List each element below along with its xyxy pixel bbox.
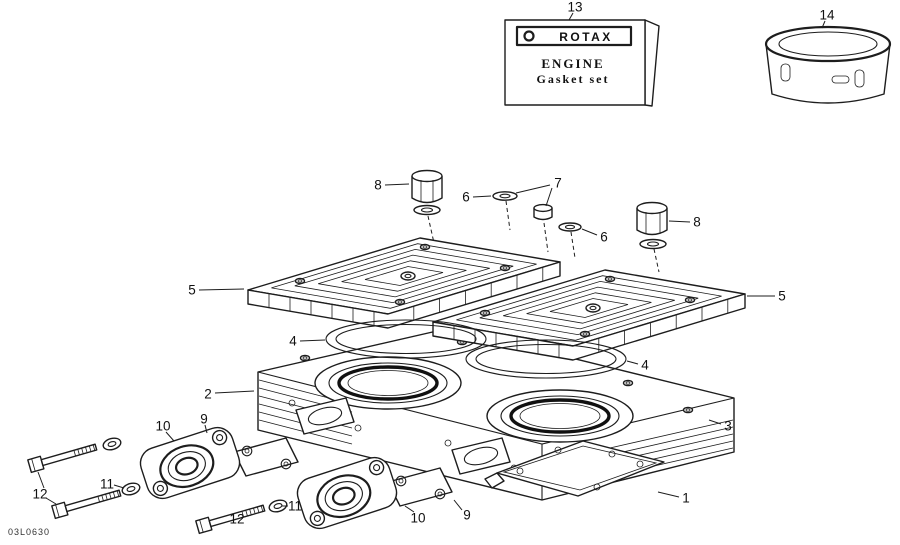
exhaust-flange-mid (292, 452, 402, 534)
leader-line (113, 484, 125, 489)
part-callout-14: 14 (819, 7, 835, 23)
exhaust-gasket-left (233, 437, 299, 477)
part-callout-9: 9 (200, 411, 208, 427)
cylinder-bore-right (486, 389, 634, 443)
exhaust-port-left (288, 397, 362, 435)
leader-line (626, 360, 639, 365)
part-callout-12: 12 (229, 511, 245, 527)
part-callout-6: 6 (600, 229, 608, 245)
part-callout-5: 5 (188, 282, 196, 298)
box-line2: Gasket set (537, 72, 610, 86)
leader-line (545, 187, 553, 207)
part-callout-9: 9 (463, 507, 471, 523)
cylinder-sleeve (764, 25, 892, 104)
leader-line (45, 497, 57, 505)
leader-line (165, 431, 175, 442)
drawing-number-watermark: 03L0630 (8, 527, 51, 537)
part-callout-11: 11 (287, 498, 303, 514)
cylinder-bore-left (314, 356, 462, 410)
exhaust-port-right (444, 437, 518, 475)
leader-line (198, 288, 245, 291)
part-callout-8: 8 (693, 214, 701, 230)
washer-seven-a (492, 191, 518, 201)
part-callout-7: 7 (554, 175, 562, 191)
leader-line (299, 339, 326, 342)
head-nut-left (411, 169, 443, 204)
part-callout-13: 13 (567, 0, 583, 15)
part-callout-1: 1 (682, 490, 690, 506)
leader-line (37, 471, 45, 489)
part-callout-6: 6 (462, 189, 470, 205)
leader-line (472, 195, 492, 198)
washer-under-nut-right (639, 238, 667, 250)
leader-line (214, 390, 255, 394)
part-callout-10: 10 (155, 418, 171, 434)
leader-line (657, 491, 680, 498)
leader-line (821, 20, 826, 29)
brand-label: ROTAX (559, 30, 613, 44)
flange-washer-left-2 (120, 480, 142, 498)
part-callout-8: 8 (374, 177, 382, 193)
part-callout-4: 4 (289, 333, 297, 349)
leader-line (581, 228, 598, 236)
part-callout-5: 5 (778, 288, 786, 304)
leader-line (384, 183, 410, 186)
head-nut-right (636, 201, 668, 236)
head-gasket-right (465, 339, 627, 379)
flange-washer-left-1 (101, 435, 123, 453)
side-cover (484, 440, 665, 497)
part-callout-11: 11 (99, 476, 115, 492)
part-callout-10: 10 (410, 510, 426, 526)
part-callout-4: 4 (641, 357, 649, 373)
washer-six-right (558, 222, 582, 232)
washer-under-nut-left (413, 204, 441, 216)
leader-line (243, 514, 252, 518)
leader-line (568, 12, 574, 21)
leader-line (404, 505, 415, 513)
part-callout-3: 3 (724, 418, 732, 434)
flange-bolt-left-1 (27, 440, 99, 474)
head-gasket-left (325, 319, 487, 359)
gear-icon (523, 30, 535, 42)
leader-line (515, 184, 551, 194)
leader-line (204, 424, 208, 434)
leader-lines-layer (37, 12, 826, 518)
leader-line (668, 220, 691, 223)
nut-seven-b (533, 203, 553, 221)
exhaust-gasket-mid (387, 467, 453, 507)
gasket-set-box: ROTAX ENGINE Gasket set (504, 19, 660, 107)
leader-line (708, 419, 722, 425)
leader-line (453, 499, 463, 511)
flange-bolt-left-2 (51, 486, 123, 520)
part-callout-2: 2 (204, 386, 212, 402)
exhaust-flange-left (135, 422, 245, 504)
assembly-dashed-lines (427, 200, 660, 273)
part-callout-12: 12 (32, 486, 48, 502)
box-line1: ENGINE (541, 56, 604, 71)
